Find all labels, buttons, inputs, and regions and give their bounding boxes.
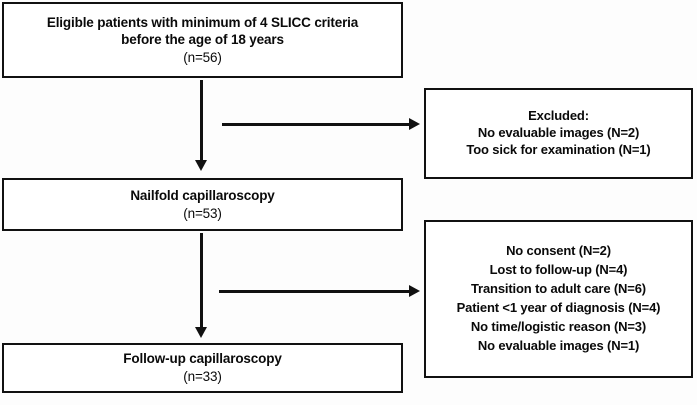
eligible-patients-count: (n=56)	[183, 49, 222, 65]
nailfold-capillaroscopy-title: Nailfold capillaroscopy	[130, 187, 275, 203]
excluded-box: Excluded: No evaluable images (N=2) Too …	[424, 88, 693, 179]
reason-item-2: Lost to follow-up (N=4)	[489, 262, 628, 278]
arrow-right-head-icon	[409, 284, 420, 297]
arrow-down-head-icon	[194, 327, 207, 338]
arrow-right-shaft	[219, 290, 410, 293]
nailfold-capillaroscopy-box: Nailfold capillaroscopy (n=53)	[2, 178, 403, 231]
eligible-patients-line-2: before the age of 18 years	[121, 32, 284, 48]
arrow-down-head-icon	[194, 160, 207, 171]
excluded-heading: Excluded:	[528, 108, 589, 124]
loss-to-follow-up-reasons-box: No consent (N=2) Lost to follow-up (N=4)…	[424, 220, 693, 378]
reason-item-6: No evaluable images (N=1)	[477, 337, 640, 353]
eligible-patients-box: Eligible patients with minimum of 4 SLIC…	[2, 2, 403, 78]
follow-up-capillaroscopy-title: Follow-up capillaroscopy	[123, 351, 282, 367]
arrow-right-shaft	[222, 123, 410, 126]
reason-item-5: No time/logistic reason (N=3)	[470, 318, 647, 334]
excluded-item-1: No evaluable images (N=2)	[477, 125, 640, 141]
arrow-down-shaft	[200, 80, 203, 162]
arrow-down-shaft	[200, 233, 203, 329]
follow-up-capillaroscopy-count: (n=33)	[183, 369, 222, 384]
eligible-patients-line-1: Eligible patients with minimum of 4 SLIC…	[46, 14, 359, 30]
follow-up-capillaroscopy-box: Follow-up capillaroscopy (n=33)	[2, 343, 403, 393]
reason-item-4: Patient <1 year of diagnosis (N=4)	[456, 300, 661, 315]
reason-item-3: Transition to adult care (N=6)	[470, 281, 646, 297]
reason-item-1: No consent (N=2)	[506, 243, 611, 259]
arrow-right-head-icon	[409, 117, 420, 130]
nailfold-capillaroscopy-count: (n=53)	[183, 205, 222, 221]
excluded-item-2: Too sick for examination (N=1)	[466, 141, 651, 157]
